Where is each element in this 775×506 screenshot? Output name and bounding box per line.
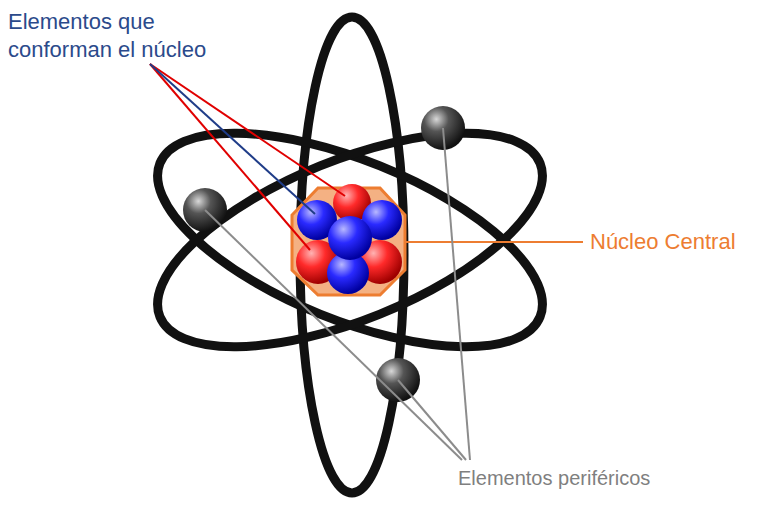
leader-lines xyxy=(150,64,583,460)
callout-label: Elementos que conforman el núcleo xyxy=(8,8,228,63)
callout-label: Núcleo Central xyxy=(590,228,770,256)
callout-label: Elementos periféricos xyxy=(458,466,758,491)
orbits xyxy=(130,17,570,493)
nucleus-particles xyxy=(296,184,402,294)
